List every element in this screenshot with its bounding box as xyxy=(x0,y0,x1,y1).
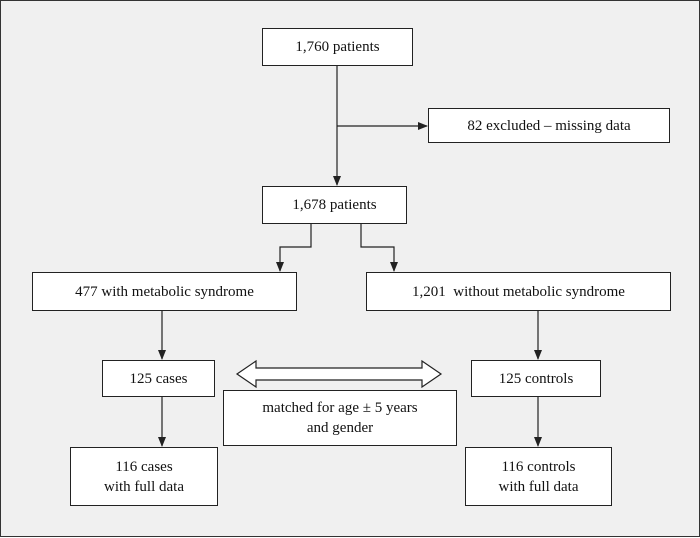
without-metabolic-syndrome-label: 1,201 without metabolic syndrome xyxy=(412,283,625,300)
controls-full-data-box: 116 controls with full data xyxy=(465,447,612,506)
controls-full-data-line-2: with full data xyxy=(498,478,579,495)
with-metabolic-syndrome-label: 477 with metabolic syndrome xyxy=(75,283,254,300)
cases-label: 125 cases xyxy=(129,370,188,387)
without-metabolic-syndrome-box: 1,201 without metabolic syndrome xyxy=(366,272,671,311)
with-metabolic-syndrome-box: 477 with metabolic syndrome xyxy=(32,272,297,311)
matching-criteria-box: matched for age ± 5 years and gender xyxy=(223,390,457,446)
cases-box: 125 cases xyxy=(102,360,215,397)
matching-criteria-line-2: and gender xyxy=(306,420,374,436)
excluded-label: 82 excluded – missing data xyxy=(467,117,631,134)
included-patients-label: 1,678 patients xyxy=(292,197,377,213)
total-patients-box: 1,760 patients xyxy=(262,28,413,66)
matching-criteria-line-1: matched for age ± 5 years xyxy=(262,400,418,416)
cases-full-data-line-1: 116 cases xyxy=(115,458,173,475)
arrow-included-to-ms xyxy=(276,224,312,272)
excluded-box: 82 excluded – missing data xyxy=(428,108,670,143)
arrow-included-to-noms xyxy=(360,224,398,272)
included-patients-box: 1,678 patients xyxy=(262,186,407,224)
cases-full-data-line-2: with full data xyxy=(104,478,184,495)
controls-box: 125 controls xyxy=(471,360,601,397)
total-patients-label: 1,760 patients xyxy=(295,39,380,55)
controls-full-data-line-1: 116 controls xyxy=(501,458,576,475)
cases-full-data-box: 116 cases with full data xyxy=(70,447,218,506)
controls-label: 125 controls xyxy=(498,370,574,387)
double-arrow-matching xyxy=(235,359,443,389)
